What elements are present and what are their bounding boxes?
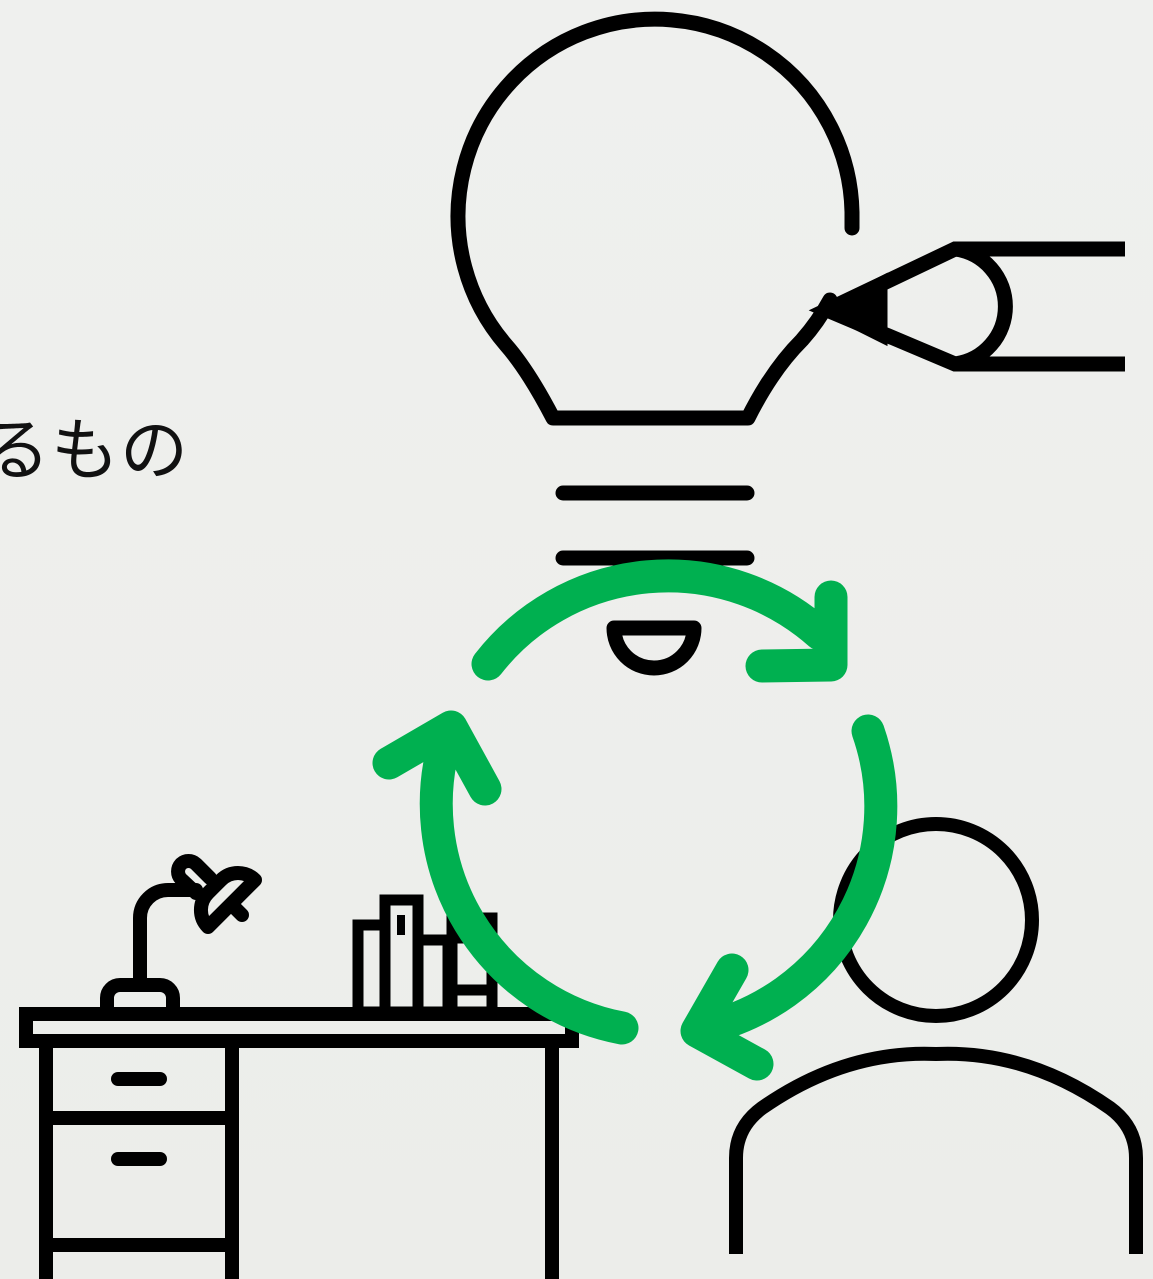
desk-icon [26, 1014, 572, 1279]
person-icon [736, 824, 1136, 1254]
desk-lamp-icon [107, 861, 255, 1012]
pencil-icon [827, 249, 1125, 364]
